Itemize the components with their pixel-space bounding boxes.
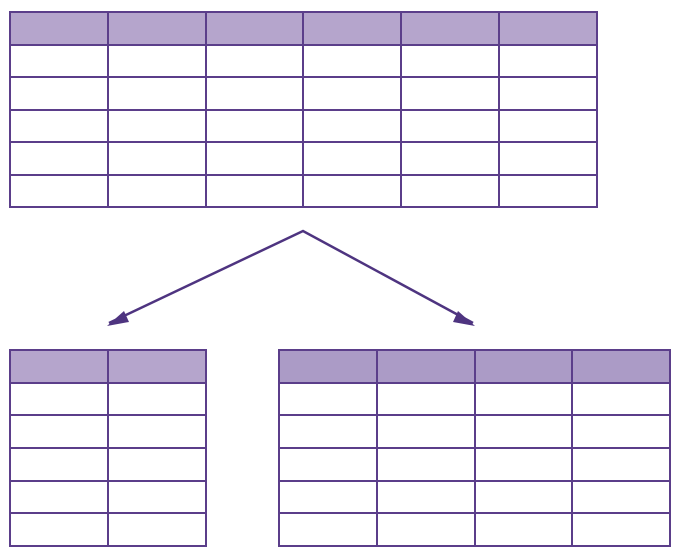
table-row (9, 446, 207, 482)
table-cell (9, 108, 109, 143)
header-cell (9, 349, 109, 384)
left-split-table (9, 349, 207, 547)
table-cell (302, 108, 403, 143)
header-cell (107, 349, 207, 384)
table-cell (204, 108, 305, 143)
header-cell (106, 11, 207, 46)
table-cell (400, 141, 501, 176)
table-cell (571, 479, 671, 515)
table-cell (302, 43, 403, 78)
table-cell (278, 479, 378, 515)
table-cell (498, 76, 598, 111)
table-cell (9, 141, 109, 176)
table-header-row (278, 349, 671, 384)
table-row (278, 512, 671, 547)
table-cell (9, 381, 109, 417)
source-table (9, 11, 598, 208)
table-cell (204, 141, 305, 176)
table-row (9, 479, 207, 515)
table-header-row (9, 349, 207, 384)
table-cell (9, 173, 109, 208)
table-row (9, 76, 598, 111)
table-cell (375, 414, 476, 449)
table-row (9, 414, 207, 449)
table-cell (302, 141, 403, 176)
table-cell (400, 173, 501, 208)
header-cell (9, 11, 109, 46)
table-cell (473, 414, 574, 449)
table-row (9, 43, 598, 78)
table-cell (571, 512, 671, 547)
table-row (278, 479, 671, 515)
table-cell (375, 446, 476, 482)
table-cell (375, 479, 476, 515)
table-row (9, 512, 207, 547)
table-cell (498, 43, 598, 78)
table-cell (107, 414, 207, 449)
table-cell (106, 173, 207, 208)
table-cell (106, 108, 207, 143)
table-cell (400, 108, 501, 143)
table-cell (9, 512, 109, 547)
table-cell (278, 414, 378, 449)
table-cell (9, 446, 109, 482)
table-cell (375, 381, 476, 417)
table-row (278, 414, 671, 449)
table-cell (375, 512, 476, 547)
table-cell (9, 76, 109, 111)
header-cell (302, 11, 403, 46)
table-cell (106, 43, 207, 78)
table-cell (498, 141, 598, 176)
left-arrowhead-icon (107, 311, 129, 326)
table-cell (302, 76, 403, 111)
table-cell (571, 414, 671, 449)
table-header-row (9, 11, 598, 46)
table-row (278, 446, 671, 482)
table-row (278, 381, 671, 417)
table-cell (571, 446, 671, 482)
table-cell (204, 173, 305, 208)
table-cell (571, 381, 671, 417)
split-connector (108, 229, 474, 325)
table-cell (204, 43, 305, 78)
table-cell (9, 479, 109, 515)
header-cell (278, 349, 378, 384)
table-cell (106, 76, 207, 111)
table-cell (9, 414, 109, 449)
header-cell (473, 349, 574, 384)
table-cell (107, 381, 207, 417)
table-cell (106, 141, 207, 176)
table-cell (473, 512, 574, 547)
table-cell (278, 446, 378, 482)
table-cell (107, 479, 207, 515)
table-cell (473, 446, 574, 482)
table-cell (498, 173, 598, 208)
table-row (9, 381, 207, 417)
header-cell (204, 11, 305, 46)
header-cell (400, 11, 501, 46)
table-cell (204, 76, 305, 111)
header-cell (498, 11, 598, 46)
table-row (9, 108, 598, 143)
table-row (9, 173, 598, 208)
table-row (9, 141, 598, 176)
table-cell (278, 381, 378, 417)
header-cell (571, 349, 671, 384)
right-arrowhead-icon (453, 311, 475, 326)
table-cell (278, 512, 378, 547)
table-cell (107, 512, 207, 547)
table-cell (9, 43, 109, 78)
right-split-table (278, 349, 671, 547)
table-cell (400, 43, 501, 78)
table-cell (400, 76, 501, 111)
table-cell (107, 446, 207, 482)
table-cell (473, 381, 574, 417)
table-cell (498, 108, 598, 143)
table-cell (473, 479, 574, 515)
header-cell (375, 349, 476, 384)
table-cell (302, 173, 403, 208)
